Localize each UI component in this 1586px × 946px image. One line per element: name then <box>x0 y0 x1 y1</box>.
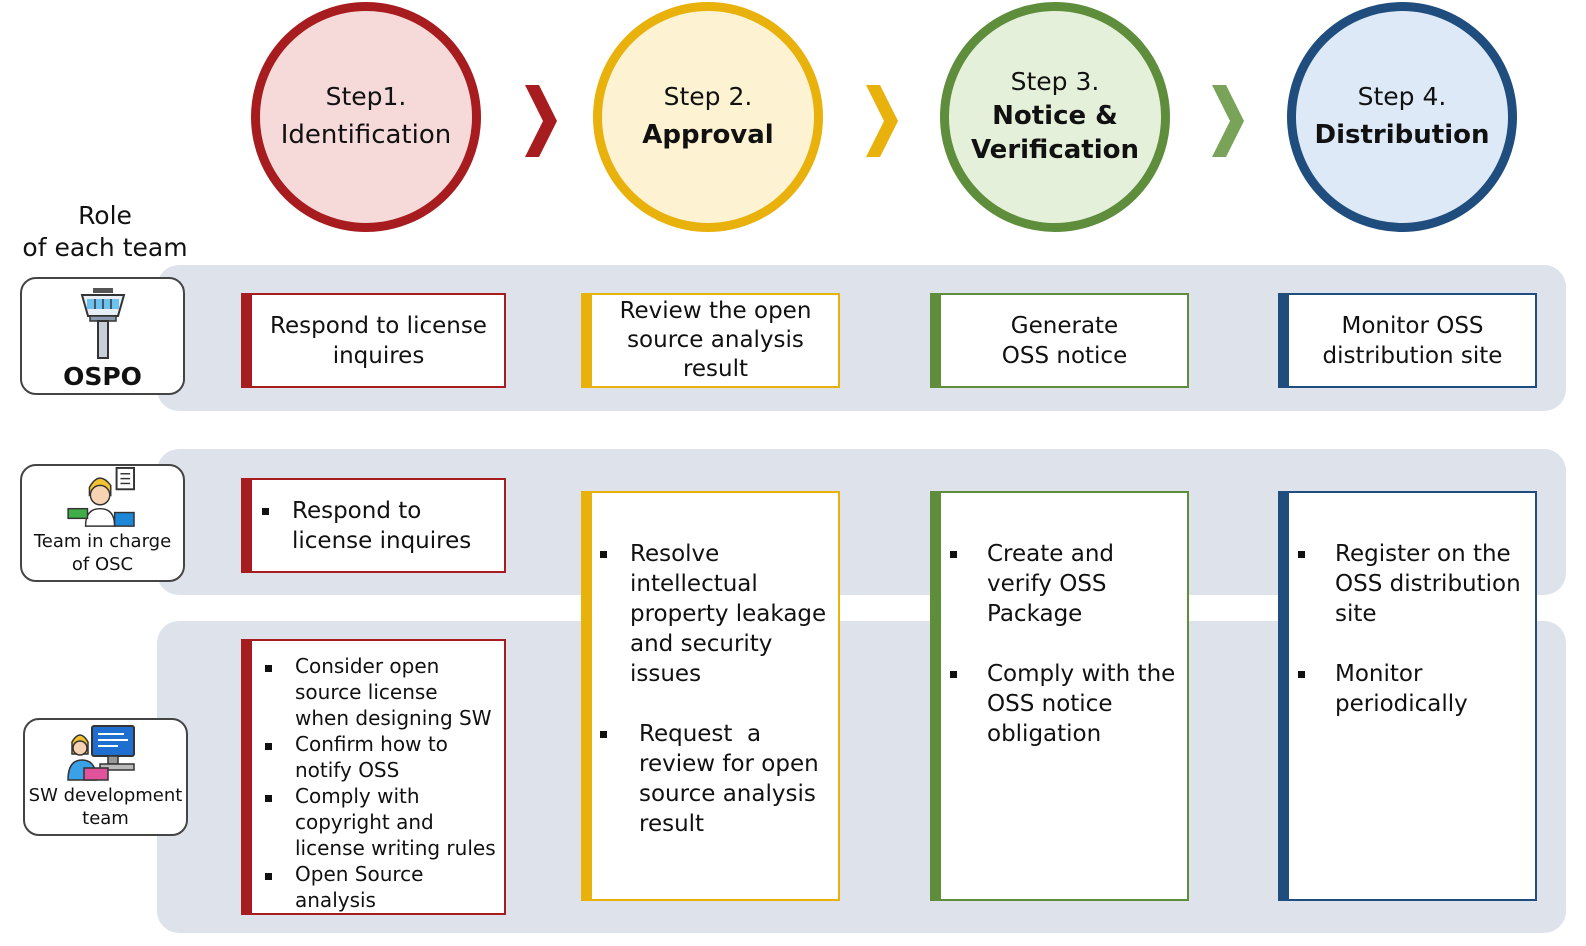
sw-task-line: Open Source <box>295 862 424 886</box>
shared-task-line: intellectual <box>630 571 758 597</box>
role-heading-line2: of each team <box>22 233 188 262</box>
shared-task-line: Resolve <box>630 541 720 567</box>
list-item: Create and verify OSS Package <box>944 539 1175 629</box>
list-item: Consider open source license when design… <box>259 653 496 731</box>
ospo-task-step2-line: Review the open <box>619 298 812 324</box>
step1-label: Step1. <box>325 81 407 111</box>
sw-task-line: Consider open <box>295 654 440 678</box>
list-item: Monitor periodically <box>1292 659 1521 719</box>
support-agent-icon <box>66 466 135 527</box>
sw-task-line: Comply with <box>295 784 420 808</box>
sw-task-step1: Consider open source license when design… <box>241 639 506 915</box>
ospo-task-step4-line: distribution site <box>1322 342 1503 369</box>
list-item: Comply with the OSS notice obligation <box>944 659 1175 749</box>
ospo-task-step4-line: Monitor OSS <box>1341 312 1484 339</box>
team-osc: Team in charge of OSC <box>20 464 185 582</box>
osc-task-step1-line: Respond to <box>292 497 422 524</box>
list-item: Request a review for open source analysi… <box>594 719 826 839</box>
ospo-task-step3-line: Generate <box>1010 312 1119 339</box>
step2-label: Step 2. <box>663 81 753 111</box>
shared-task-line: Package <box>987 601 1083 627</box>
shared-task-line: verify OSS <box>987 571 1107 597</box>
list-item: Comply with copyright and license writin… <box>259 783 496 861</box>
developer-at-computer-icon <box>66 725 135 781</box>
step2-name: Approval <box>642 120 774 151</box>
step1-name: Identification <box>280 120 452 151</box>
shared-task-line: periodically <box>1335 691 1468 717</box>
shared-task-line: OSS notice <box>987 691 1113 717</box>
step3-name-line1: Notice & <box>992 101 1118 132</box>
list-item: Register on the OSS distribution site <box>1292 539 1521 629</box>
ospo-task-step2: Review the open source analysis result <box>581 293 840 388</box>
shared-task-line: property leakage <box>630 601 827 627</box>
step3-circle: Step 3. Notice & Verification <box>940 2 1170 232</box>
sw-task-line: source license <box>295 680 438 704</box>
shared-task-line: OSS distribution <box>1335 571 1521 597</box>
shared-task-line: and security <box>630 631 773 657</box>
sw-task-line: copyright and <box>295 810 434 834</box>
role-heading: Role of each team <box>10 200 200 264</box>
ospo-task-step2-line: source analysis <box>627 327 804 353</box>
team-osc-name-line1: Team in charge <box>33 531 172 552</box>
team-sw-name-line1: SW development <box>28 785 183 806</box>
role-heading-line1: Role <box>78 201 132 230</box>
chevron-right-icon <box>1212 85 1244 157</box>
step4-circle: Step 4. Distribution <box>1287 2 1517 232</box>
sw-task-line: notify OSS <box>295 758 400 782</box>
team-sw-name-line2: team <box>82 808 129 829</box>
shared-task-line: site <box>1335 601 1377 627</box>
ospo-task-step1-line: inquires <box>332 342 425 369</box>
control-tower-icon <box>80 288 125 359</box>
step2-circle: Step 2. Approval <box>593 2 823 232</box>
shared-task-line: source analysis <box>639 781 816 807</box>
step3-label: Step 3. <box>1010 66 1100 96</box>
ospo-task-step1: Respond to license inquires <box>241 293 506 388</box>
sw-task-line: Confirm how to <box>295 732 448 756</box>
shared-task-line: Create and <box>987 541 1115 567</box>
step4-name: Distribution <box>1314 120 1490 151</box>
shared-task-line: Request a <box>639 721 762 747</box>
list-item: Resolve intellectual property leakage an… <box>594 539 826 689</box>
shared-task-step4: Register on the OSS distribution site Mo… <box>1278 491 1537 901</box>
shared-task-line: review for open <box>639 751 819 777</box>
shared-task-step2: Resolve intellectual property leakage an… <box>581 491 840 901</box>
team-ospo: OSPO <box>20 277 185 395</box>
shared-task-line: Register on the <box>1335 541 1511 567</box>
ospo-task-step2-line: result <box>682 356 749 382</box>
shared-task-line: Monitor <box>1335 661 1423 687</box>
chevron-right-icon <box>866 85 898 157</box>
chevron-right-icon <box>525 85 557 157</box>
team-ospo-name: OSPO <box>63 362 142 391</box>
ospo-task-step3: Generate OSS notice <box>930 293 1189 388</box>
ospo-task-step1-line: Respond to license <box>270 312 487 339</box>
team-sw: SW development team <box>23 718 188 836</box>
ospo-task-step4: Monitor OSS distribution site <box>1278 293 1537 388</box>
osc-task-step1-line: license inquires <box>292 527 472 554</box>
list-item: Confirm how to notify OSS <box>259 731 496 783</box>
list-item: Open Source analysis <box>259 861 496 913</box>
step1-circle: Step1. Identification <box>251 2 481 232</box>
shared-task-line: result <box>639 811 705 837</box>
list-item: Respond to license inquires <box>256 496 471 556</box>
team-osc-name-line2: of OSC <box>71 554 134 575</box>
sw-task-line: when designing SW <box>295 706 492 730</box>
step4-label: Step 4. <box>1357 81 1447 111</box>
sw-task-line: license writing rules <box>295 836 496 860</box>
shared-task-line: Comply with the <box>987 661 1176 687</box>
ospo-task-step3-line: OSS notice <box>1001 342 1128 369</box>
sw-task-line: analysis <box>295 888 376 912</box>
step3-name-line2: Verification <box>970 135 1139 166</box>
osc-task-step1: Respond to license inquires <box>241 478 506 573</box>
shared-task-line: issues <box>630 661 702 687</box>
shared-task-step3: Create and verify OSS Package Comply wit… <box>930 491 1189 901</box>
shared-task-line: obligation <box>987 721 1102 747</box>
